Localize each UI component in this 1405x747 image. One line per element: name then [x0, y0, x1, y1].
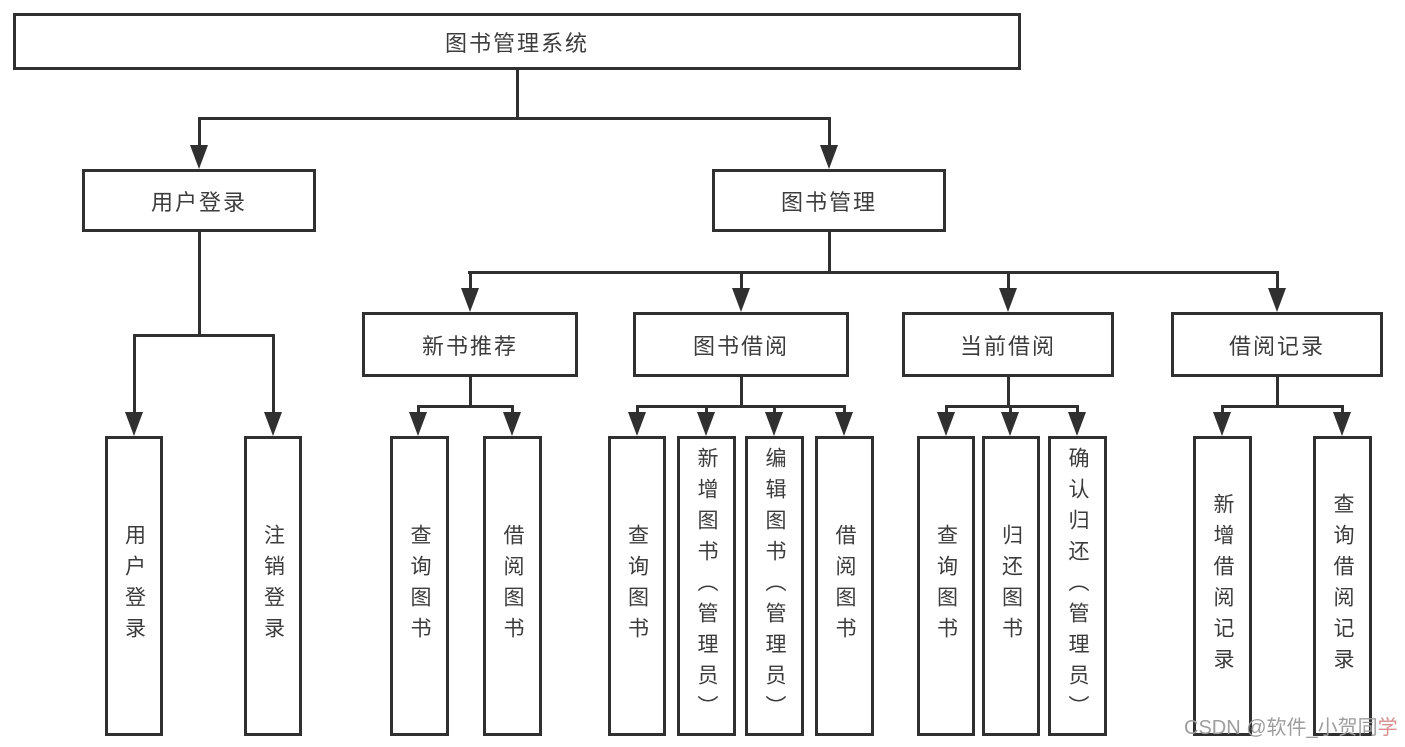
connector-bookmgmt-drop-1 — [469, 271, 472, 291]
leaf-add-books-admin-label: 新增图书（管理员） — [695, 446, 718, 726]
leaf-recommend-borrow-books: 借阅图书 — [483, 436, 542, 736]
leaf-edit-books-admin-label: 编辑图书（管理员） — [763, 446, 786, 726]
arrowhead-down — [937, 412, 955, 436]
arrowhead-down — [125, 412, 143, 436]
connector-currentborrow-drop-3 — [1076, 405, 1079, 415]
leaf-logout: 注销登录 — [244, 436, 302, 736]
leaf-borrow-query-books-label: 查询图书 — [625, 524, 649, 648]
connector-userlogin-trunk — [198, 232, 201, 337]
leaf-current-query-books: 查询图书 — [917, 436, 975, 736]
leaf-query-borrow-record: 查询借阅记录 — [1313, 436, 1372, 736]
connector-currentborrow-drop-2 — [1009, 405, 1012, 415]
connector-currentborrow-trunk — [1007, 377, 1010, 408]
connector-root-trunk — [516, 70, 519, 119]
arrowhead-down — [1068, 412, 1086, 436]
leaf-recommend-query-books: 查询图书 — [390, 436, 449, 736]
node-new-book-recommend-label: 新书推荐 — [421, 333, 518, 359]
leaf-borrow-books: 借阅图书 — [815, 436, 874, 736]
node-book-management: 图书管理 — [712, 169, 946, 232]
connector-userlogin-drop-2 — [272, 334, 275, 412]
node-new-book-recommend: 新书推荐 — [362, 312, 578, 377]
arrowhead-down — [697, 412, 715, 436]
node-current-borrow: 当前借阅 — [902, 312, 1114, 377]
connector-records-drop-1 — [1221, 405, 1224, 415]
connector-records-rail — [1221, 405, 1344, 408]
leaf-edit-books-admin: 编辑图书（管理员） — [745, 436, 804, 736]
connector-records-drop-2 — [1341, 405, 1344, 415]
leaf-user-login-label: 用户登录 — [122, 524, 146, 648]
leaf-add-borrow-record: 新增借阅记录 — [1193, 436, 1252, 736]
connector-userlogin-drop-1 — [133, 334, 136, 412]
leaf-add-borrow-record-label: 新增借阅记录 — [1211, 493, 1234, 679]
arrowhead-down — [628, 412, 646, 436]
arrowhead-down — [190, 145, 208, 169]
connector-bookmgmt-rail — [468, 271, 1278, 274]
csdn-watermark: CSDN @软件_小贺同学 — [1184, 711, 1398, 740]
connector-currentborrow-drop-1 — [945, 405, 948, 415]
arrowhead-down — [835, 412, 853, 436]
leaf-user-login: 用户登录 — [105, 436, 163, 736]
connector-bookborrow-rail — [636, 405, 845, 408]
arrowhead-down — [503, 412, 521, 436]
connector-newrec-trunk — [469, 377, 472, 408]
node-user-login: 用户登录 — [82, 169, 316, 232]
connector-bookborrow-drop-2 — [705, 405, 708, 415]
connector-bookborrow-drop-4 — [843, 405, 846, 415]
arrowhead-down — [999, 288, 1017, 312]
connector-bookmgmt-drop-2 — [740, 271, 743, 291]
leaf-borrow-books-label: 借阅图书 — [833, 524, 856, 648]
connector-records-trunk — [1276, 377, 1279, 408]
node-book-borrow: 图书借阅 — [633, 312, 849, 377]
arrowhead-down — [1333, 412, 1351, 436]
node-current-borrow-label: 当前借阅 — [959, 333, 1056, 359]
connector-bookmgmt-trunk — [828, 232, 831, 274]
leaf-confirm-return-admin-label: 确认归还（管理员） — [1066, 446, 1089, 726]
leaf-logout-label: 注销登录 — [261, 524, 285, 648]
csdn-watermark-text: CSDN @软件_小贺同 — [1184, 717, 1378, 739]
arrowhead-down — [765, 412, 783, 436]
node-root-label: 图书管理系统 — [444, 30, 589, 56]
connector-root-drop-right — [828, 117, 831, 148]
arrowhead-down — [1268, 288, 1286, 312]
node-book-management-label: 图书管理 — [780, 189, 877, 215]
arrowhead-down — [461, 288, 479, 312]
arrowhead-down — [820, 145, 838, 169]
arrowhead-down — [409, 412, 427, 436]
connector-newrec-rail — [417, 405, 514, 408]
connector-bookmgmt-drop-4 — [1276, 271, 1279, 291]
connector-newrec-drop-1 — [417, 405, 420, 415]
leaf-recommend-query-books-label: 查询图书 — [408, 524, 431, 648]
leaf-return-books-label: 归还图书 — [999, 524, 1023, 648]
leaf-borrow-query-books: 查询图书 — [608, 436, 666, 736]
arrowhead-down — [1213, 412, 1231, 436]
leaf-add-books-admin: 新增图书（管理员） — [677, 436, 736, 736]
arrowhead-down — [732, 288, 750, 312]
leaf-query-borrow-record-label: 查询借阅记录 — [1331, 493, 1354, 679]
node-root: 图书管理系统 — [13, 13, 1021, 70]
leaf-confirm-return-admin: 确认归还（管理员） — [1048, 436, 1107, 736]
connector-userlogin-rail — [133, 334, 274, 337]
connector-root-drop-left — [198, 117, 201, 148]
arrowhead-down — [264, 412, 282, 436]
csdn-watermark-accent: 学 — [1377, 717, 1398, 739]
node-book-borrow-label: 图书借阅 — [692, 333, 789, 359]
arrowhead-down — [1001, 412, 1019, 436]
leaf-return-books: 归还图书 — [982, 436, 1040, 736]
connector-bookmgmt-drop-3 — [1007, 271, 1010, 291]
connector-newrec-drop-2 — [511, 405, 514, 415]
node-user-login-label: 用户登录 — [150, 189, 247, 215]
connector-bookborrow-trunk — [740, 377, 743, 408]
connector-root-rail — [198, 117, 831, 120]
node-borrow-records: 借阅记录 — [1171, 312, 1383, 377]
connector-bookborrow-drop-1 — [636, 405, 639, 415]
connector-bookborrow-drop-3 — [773, 405, 776, 415]
leaf-current-query-books-label: 查询图书 — [934, 524, 958, 648]
leaf-recommend-borrow-books-label: 借阅图书 — [501, 524, 524, 648]
node-borrow-records-label: 借阅记录 — [1228, 333, 1325, 359]
